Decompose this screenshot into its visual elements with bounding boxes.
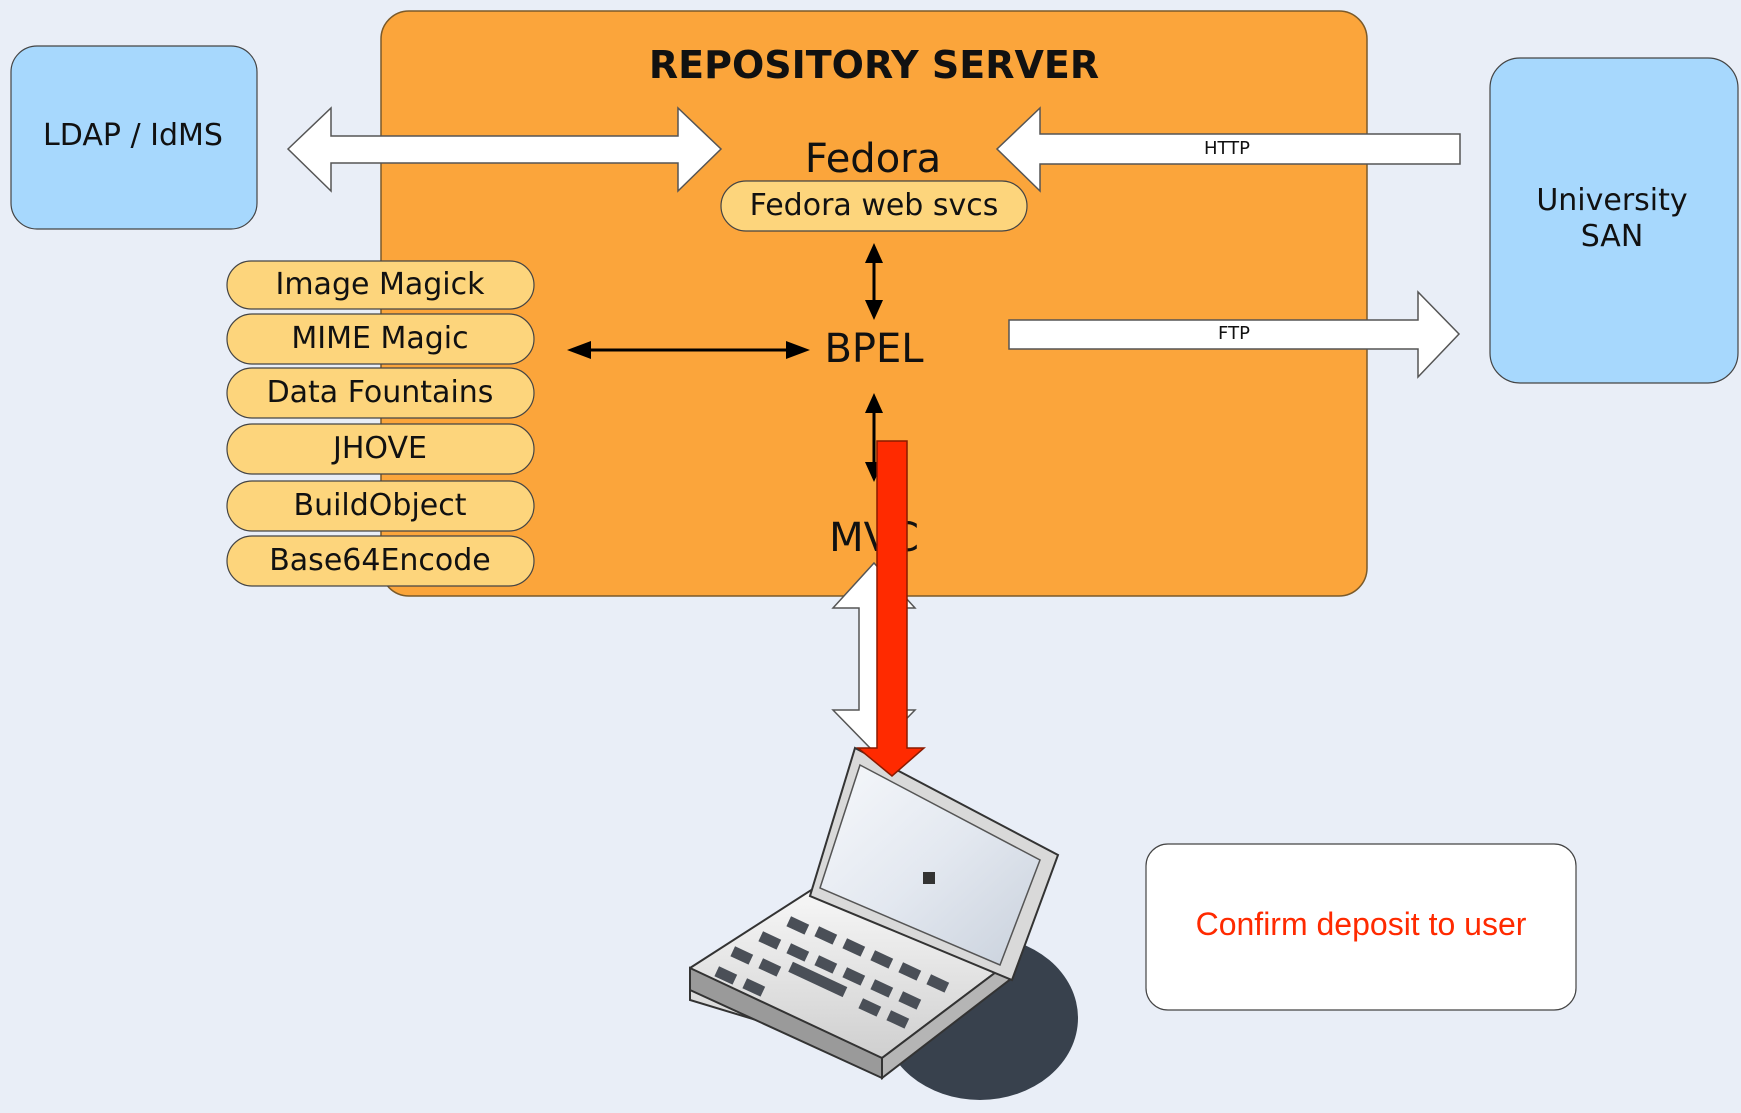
service-label: Data Fountains xyxy=(267,375,494,410)
server-title: REPOSITORY SERVER xyxy=(649,43,1099,87)
bpel-mvc-arrowhead-up xyxy=(865,393,883,413)
service-label: BuildObject xyxy=(293,488,466,523)
fedora-web-svcs-label: Fedora web svcs xyxy=(750,188,999,223)
http-arrow xyxy=(995,106,1461,193)
laptop-icon xyxy=(689,746,1078,1100)
services-stack: Image Magick MIME Magic Data Fountains J… xyxy=(226,260,535,587)
ldap-fedora-double-arrow xyxy=(286,106,723,193)
service-label: Image Magick xyxy=(275,267,485,302)
confirm-deposit-red-arrow xyxy=(855,440,926,777)
service-pill xyxy=(226,480,535,532)
bpel-label: BPEL xyxy=(824,326,924,372)
fedora-label: Fedora xyxy=(805,136,941,182)
ftp-arrow xyxy=(1008,290,1461,379)
services-bpel-arrowhead-right xyxy=(786,341,810,359)
san-label-line2: SAN xyxy=(1581,219,1644,254)
service-pill xyxy=(226,313,535,365)
service-label: MIME Magic xyxy=(291,321,468,356)
service-pill xyxy=(226,367,535,419)
ldap-label: LDAP / IdMS xyxy=(43,118,223,153)
confirm-deposit-callout xyxy=(1145,843,1577,1011)
fedora-bpel-arrowhead-down xyxy=(865,300,883,320)
service-label: JHOVE xyxy=(331,431,427,466)
service-pill xyxy=(226,423,535,475)
fedora-bpel-arrowhead-up xyxy=(865,243,883,263)
university-san-box xyxy=(1489,57,1739,384)
http-label: HTTP xyxy=(1204,138,1250,159)
ldap-box xyxy=(10,45,258,230)
service-pill xyxy=(226,260,535,310)
fedora-web-svcs-pill xyxy=(720,180,1028,232)
service-label: Base64Encode xyxy=(269,543,491,578)
san-label-line1: University xyxy=(1536,183,1687,218)
service-pill xyxy=(226,535,535,587)
confirm-deposit-text: Confirm deposit to user xyxy=(1196,906,1527,942)
services-bpel-arrowhead-left xyxy=(567,341,591,359)
ftp-label: FTP xyxy=(1218,323,1250,344)
